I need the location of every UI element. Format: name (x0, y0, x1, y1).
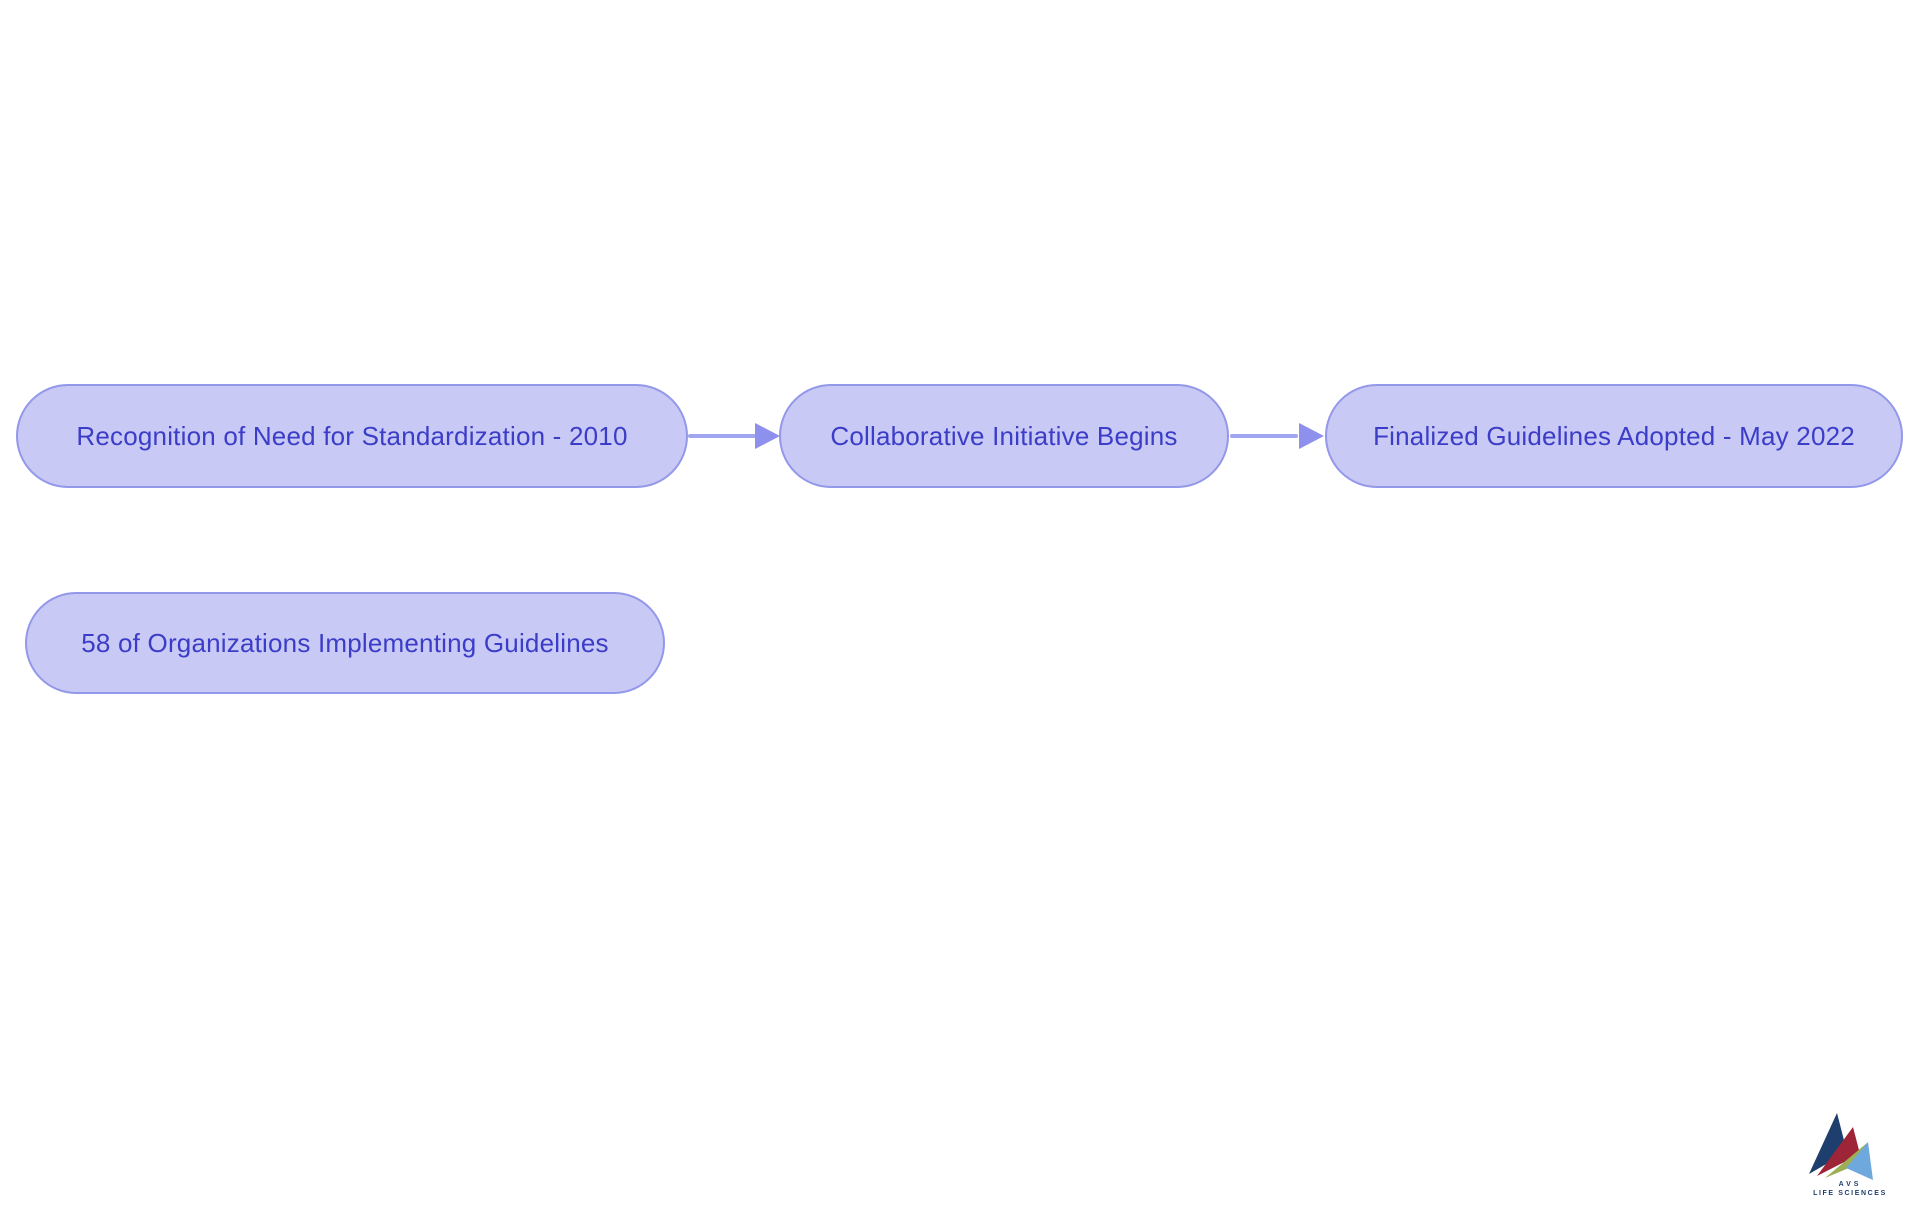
edge-arrowhead-icon (755, 423, 780, 449)
flow-node-label: 58 of Organizations Implementing Guideli… (81, 627, 609, 658)
edge-arrowhead-icon (1299, 423, 1324, 449)
edge-arrow-line (688, 434, 756, 438)
flow-node-finalized: Finalized Guidelines Adopted - May 2022 (1325, 384, 1903, 488)
flow-node-label: Recognition of Need for Standardization … (76, 420, 628, 451)
logo-text-avs: AVS (1838, 1181, 1862, 1188)
flow-node-collaborative: Collaborative Initiative Begins (779, 384, 1229, 488)
flow-node-recognition: Recognition of Need for Standardization … (16, 384, 688, 488)
logo-peak-icon (1809, 1113, 1873, 1180)
flow-node-organizations: 58 of Organizations Implementing Guideli… (25, 592, 665, 694)
logo-text-life-sciences: LIFE SCIENCES (1813, 1190, 1887, 1197)
avs-life-sciences-logo: AVS LIFE SCIENCES (1800, 1110, 1900, 1197)
flow-node-label: Collaborative Initiative Begins (830, 420, 1178, 451)
flow-node-label: Finalized Guidelines Adopted - May 2022 (1373, 420, 1855, 451)
edge-arrow-line (1230, 434, 1298, 438)
